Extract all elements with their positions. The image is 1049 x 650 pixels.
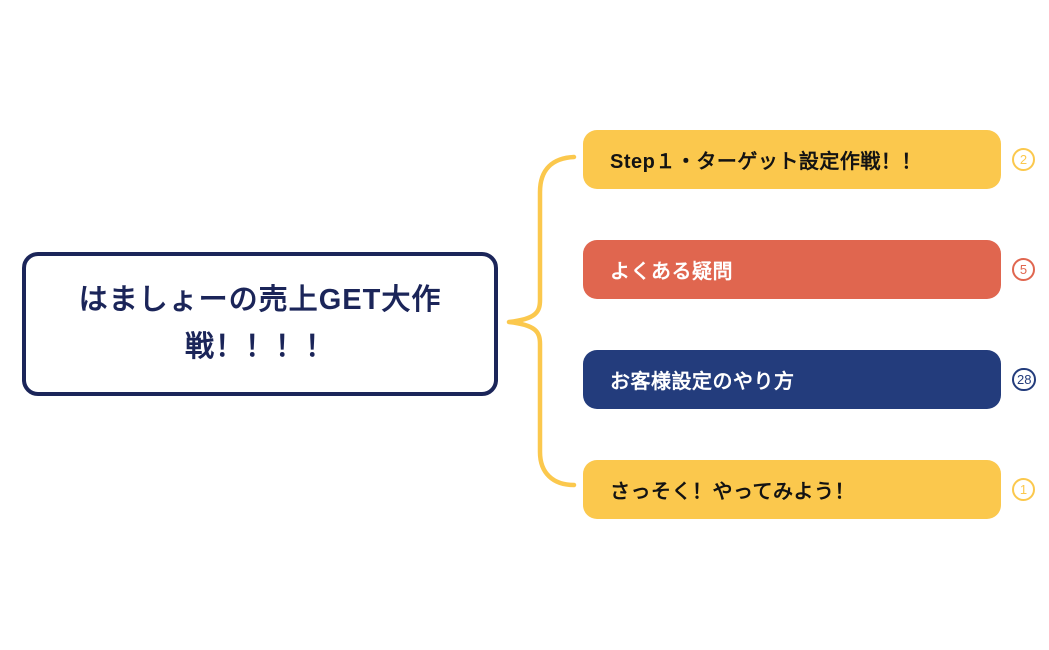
- root-node[interactable]: はましょーの売上GET大作 戦！！！！: [22, 252, 498, 396]
- collapsed-children-badge[interactable]: 5: [1012, 258, 1035, 281]
- root-title-line1: はましょーの売上GET大作: [78, 284, 442, 316]
- collapsed-children-badge[interactable]: 2: [1012, 148, 1035, 171]
- branch-node-lets-try[interactable]: さっそく！やってみよう！: [583, 460, 1001, 519]
- collapsed-children-badge[interactable]: 28: [1012, 368, 1037, 391]
- collapsed-children-badge[interactable]: 1: [1012, 478, 1035, 501]
- branch-connector-brace: [506, 154, 577, 488]
- branch-node-faq[interactable]: よくある疑問: [583, 240, 1001, 299]
- badge-count: 1: [1019, 482, 1028, 497]
- branch-node-label: よくある疑問: [610, 261, 733, 283]
- root-title-line2: 戦！！！！: [184, 331, 335, 363]
- branch-node-label: Step１・ターゲット設定作戦！！: [610, 151, 922, 173]
- branch-node-label: さっそく！やってみよう！: [610, 481, 855, 503]
- badge-count: 5: [1019, 262, 1028, 277]
- branch-node-step1-target[interactable]: Step１・ターゲット設定作戦！！: [583, 130, 1001, 189]
- brace-path: [506, 154, 577, 488]
- branch-node-label: お客様設定のやり方: [610, 371, 795, 393]
- branch-node-customer-setup[interactable]: お客様設定のやり方: [583, 350, 1001, 409]
- root-node-title: はましょーの売上GET大作 戦！！！！: [79, 277, 442, 371]
- badge-count: 2: [1019, 152, 1028, 167]
- badge-count: 28: [1017, 372, 1032, 387]
